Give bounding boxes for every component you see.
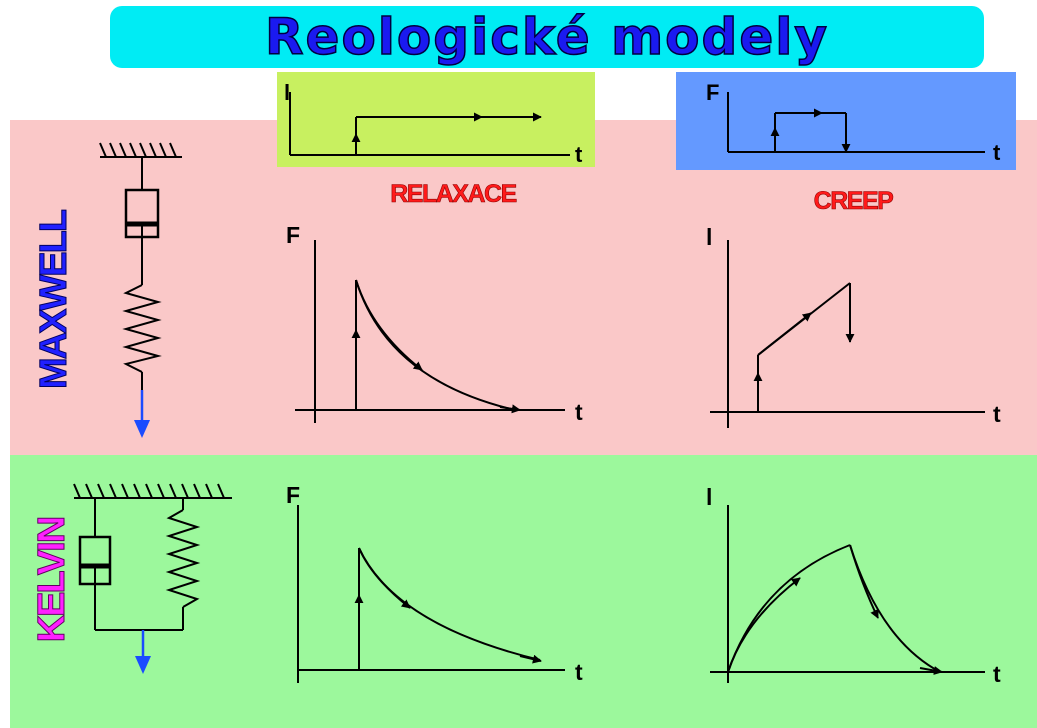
- maxwell-creep-y-label: l: [706, 224, 712, 250]
- relaxace-label: RELAXACE: [390, 180, 516, 208]
- kelvin-relaxace-y-label: F: [286, 482, 300, 508]
- title-banner: Reologické modely: [110, 6, 984, 68]
- kelvin-model: [73, 483, 232, 631]
- kelvin-load-arrow: [135, 630, 151, 674]
- page-title: Reologické modely: [264, 7, 829, 67]
- creep-input-y-label: F: [706, 80, 719, 105]
- maxwell-relaxace-x-label: t: [575, 399, 583, 425]
- maxwell-band: [10, 120, 1037, 455]
- maxwell-creep-x-label: t: [993, 401, 1001, 427]
- kelvin-relaxace-graph: [297, 505, 565, 683]
- relaxace-input-box: [277, 72, 595, 167]
- maxwell-model: [99, 142, 182, 390]
- relaxace-input-y-label: l: [284, 80, 290, 105]
- kelvin-relaxace-x-label: t: [575, 659, 583, 685]
- maxwell-relaxace-y-label: F: [286, 222, 300, 248]
- maxwell-creep-graph: [710, 240, 985, 428]
- kelvin-creep-x-label: t: [993, 661, 1001, 687]
- creep-input-graph: [727, 92, 985, 153]
- creep-label: CREEP: [814, 187, 893, 215]
- maxwell-relaxace-graph: [295, 240, 565, 423]
- kelvin-label: KELVIN: [31, 518, 73, 643]
- relaxace-input-x-label: t: [575, 142, 583, 167]
- maxwell-load-arrow: [134, 390, 150, 438]
- maxwell-label: MAXWELL: [33, 209, 75, 389]
- kelvin-creep-y-label: l: [706, 484, 712, 510]
- relaxace-input-graph: [289, 92, 570, 156]
- kelvin-creep-graph: [710, 505, 985, 683]
- creep-input-x-label: t: [993, 140, 1001, 165]
